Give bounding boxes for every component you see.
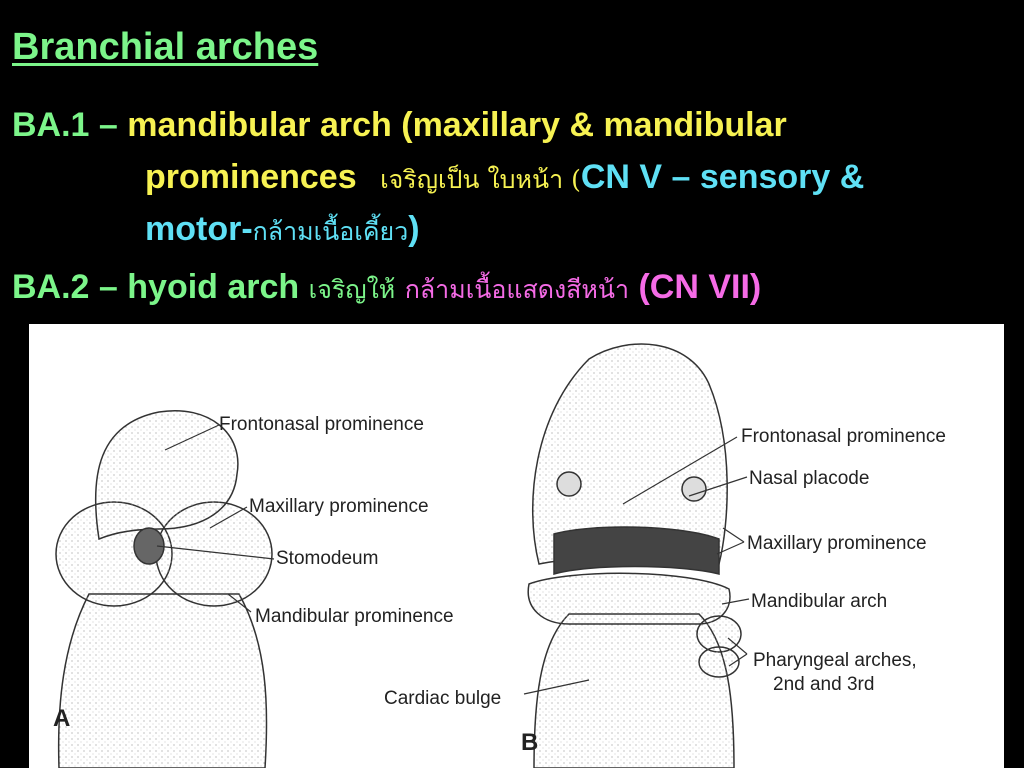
- ba1-motor: motor-: [145, 210, 253, 248]
- panel-b-letter: B: [521, 729, 538, 756]
- label-maxillary-b: Maxillary prominence: [747, 533, 927, 554]
- panel-a-embryo: [55, 410, 273, 768]
- panel-b-labels: Frontonasal prominence Nasal placode Max…: [384, 426, 946, 756]
- label-pharyngeal-arches-2: 2nd and 3rd: [773, 674, 874, 695]
- ba2-line: BA.2 – hyoid arch เจริญให้ กล้ามเนื้อแสด…: [12, 268, 761, 310]
- label-pharyngeal-arches: Pharyngeal arches,: [753, 650, 917, 671]
- panel-a-letter: A: [53, 705, 70, 732]
- panel-a-labels: Frontonasal prominence Maxillary promine…: [53, 414, 454, 732]
- ba1-line1: BA.1 – mandibular arch (maxillary & mand…: [12, 106, 787, 145]
- ba1-text2: prominences: [145, 158, 357, 196]
- ba1-thai2: กล้ามเนื้อเคี้ยว: [252, 217, 409, 246]
- ba1-label: BA.1 –: [12, 106, 118, 144]
- ba1-line3: motor-กล้ามเนื้อเคี้ยว): [145, 210, 420, 252]
- embryo-illustration: Frontonasal prominence Maxillary promine…: [53, 343, 946, 768]
- panel-b-embryo: [527, 343, 742, 768]
- ba1-line2: prominences เจริญเป็น ใบหน้า (CN V – sen…: [145, 158, 864, 200]
- ba1-close: ): [408, 210, 420, 248]
- ba2-label: BA.2 – hyoid arch: [12, 268, 300, 306]
- ba2-thai2: กล้ามเนื้อแสดงสีหน้า: [404, 275, 630, 304]
- ba1-cn: CN V – sensory &: [580, 158, 865, 196]
- label-cardiac-bulge: Cardiac bulge: [384, 688, 501, 709]
- slide-title: Branchial arches: [12, 26, 319, 68]
- ba1-thai1: เจริญเป็น ใบหน้า (: [380, 165, 581, 194]
- panel-a-leaders: [156, 424, 275, 613]
- panel-b-leaders: [523, 436, 750, 695]
- embryo-figure: Frontonasal prominence Maxillary promine…: [29, 324, 1004, 768]
- ba1-text1: mandibular arch (maxillary & mandibular: [127, 106, 787, 144]
- ba2-thai1: เจริญให้: [308, 275, 396, 304]
- label-mandibular-prominence: Mandibular prominence: [255, 606, 454, 627]
- label-mandibular-arch: Mandibular arch: [751, 591, 887, 612]
- ba2-cn: (CN VII): [638, 268, 762, 306]
- label-frontonasal-a: Frontonasal prominence: [219, 414, 424, 435]
- label-frontonasal-b: Frontonasal prominence: [741, 426, 946, 447]
- label-maxillary-a: Maxillary prominence: [249, 496, 429, 517]
- label-stomodeum: Stomodeum: [276, 548, 378, 569]
- label-nasal-placode: Nasal placode: [749, 468, 869, 489]
